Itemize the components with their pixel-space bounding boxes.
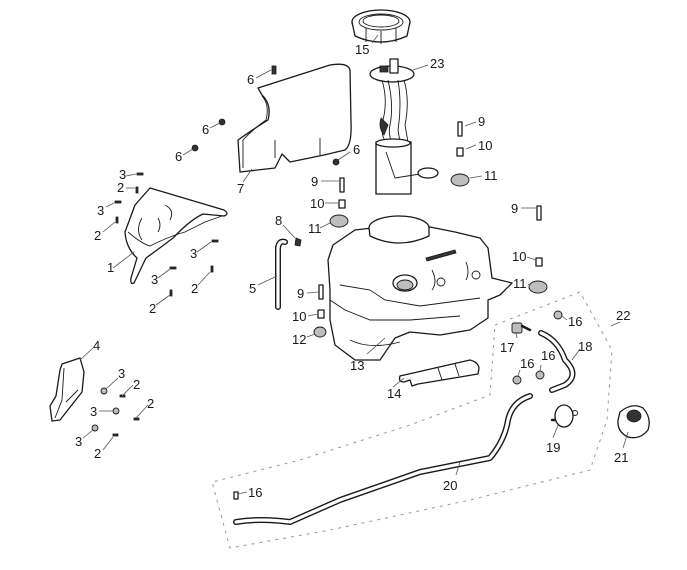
callout-2: 2 (191, 281, 198, 296)
fuel-pump-assembly[interactable] (369, 58, 439, 195)
callout-16: 16 (568, 314, 582, 329)
callout-2: 2 (94, 228, 101, 243)
fasteners (91, 65, 563, 500)
callout-6: 6 (353, 142, 360, 157)
callout-12: 12 (292, 332, 306, 347)
callout-labels: 1 2 2 2 2 2 2 2 3 3 3 3 3 3 3 4 5 6 6 6 … (75, 42, 630, 500)
callout-9: 9 (511, 201, 518, 216)
callout-3: 3 (75, 434, 82, 449)
pump-lock-ring[interactable] (351, 9, 411, 44)
callout-6: 6 (247, 72, 254, 87)
callout-3: 3 (151, 272, 158, 287)
callout-2: 2 (94, 446, 101, 461)
callout-11: 11 (308, 221, 322, 236)
callout-13: 13 (350, 358, 364, 373)
callout-11: 11 (484, 168, 498, 183)
callout-16: 16 (541, 348, 555, 363)
callout-10: 10 (292, 309, 306, 324)
tank-guard[interactable] (398, 359, 480, 387)
callout-5: 5 (249, 281, 256, 296)
callout-9: 9 (478, 114, 485, 129)
fuel-cap[interactable] (617, 405, 650, 439)
callout-2: 2 (117, 180, 124, 195)
callout-16: 16 (520, 356, 534, 371)
callout-10: 10 (478, 138, 492, 153)
small-shield-bracket[interactable] (49, 357, 85, 422)
callout-9: 9 (297, 286, 304, 301)
callout-3: 3 (119, 167, 126, 182)
fuel-tank[interactable] (327, 215, 513, 361)
upper-heat-shield[interactable] (237, 63, 352, 173)
callout-23: 23 (430, 56, 444, 71)
callout-10: 10 (310, 196, 324, 211)
callout-20: 20 (443, 478, 457, 493)
callout-2: 2 (133, 377, 140, 392)
callout-16: 16 (248, 485, 262, 500)
callout-18: 18 (578, 339, 592, 354)
callout-2: 2 (147, 396, 154, 411)
clip[interactable] (294, 237, 302, 247)
callout-8: 8 (275, 213, 282, 228)
fitting[interactable] (511, 322, 532, 334)
callout-19: 19 (546, 440, 560, 455)
callout-1: 1 (107, 260, 114, 275)
callout-6: 6 (202, 122, 209, 137)
callout-3: 3 (190, 246, 197, 261)
callout-6: 6 (175, 149, 182, 164)
long-vent-hose[interactable] (233, 393, 533, 525)
callout-14: 14 (387, 386, 401, 401)
left-heat-shield[interactable] (124, 187, 228, 285)
callout-11: 11 (513, 276, 527, 291)
callout-3: 3 (118, 366, 125, 381)
callout-17: 17 (500, 340, 514, 355)
vent-hose[interactable] (538, 330, 576, 393)
callout-2: 2 (149, 301, 156, 316)
check-valve[interactable] (550, 404, 578, 428)
callout-3: 3 (97, 203, 104, 218)
breather-tube[interactable] (275, 238, 288, 310)
leader-lines (79, 34, 629, 495)
callout-10: 10 (512, 249, 526, 264)
callout-9: 9 (311, 174, 318, 189)
callout-22: 22 (616, 308, 630, 323)
callout-7: 7 (237, 181, 244, 196)
callout-4: 4 (93, 338, 100, 353)
callout-15: 15 (355, 42, 369, 57)
callout-21: 21 (614, 450, 628, 465)
callout-3: 3 (90, 404, 97, 419)
